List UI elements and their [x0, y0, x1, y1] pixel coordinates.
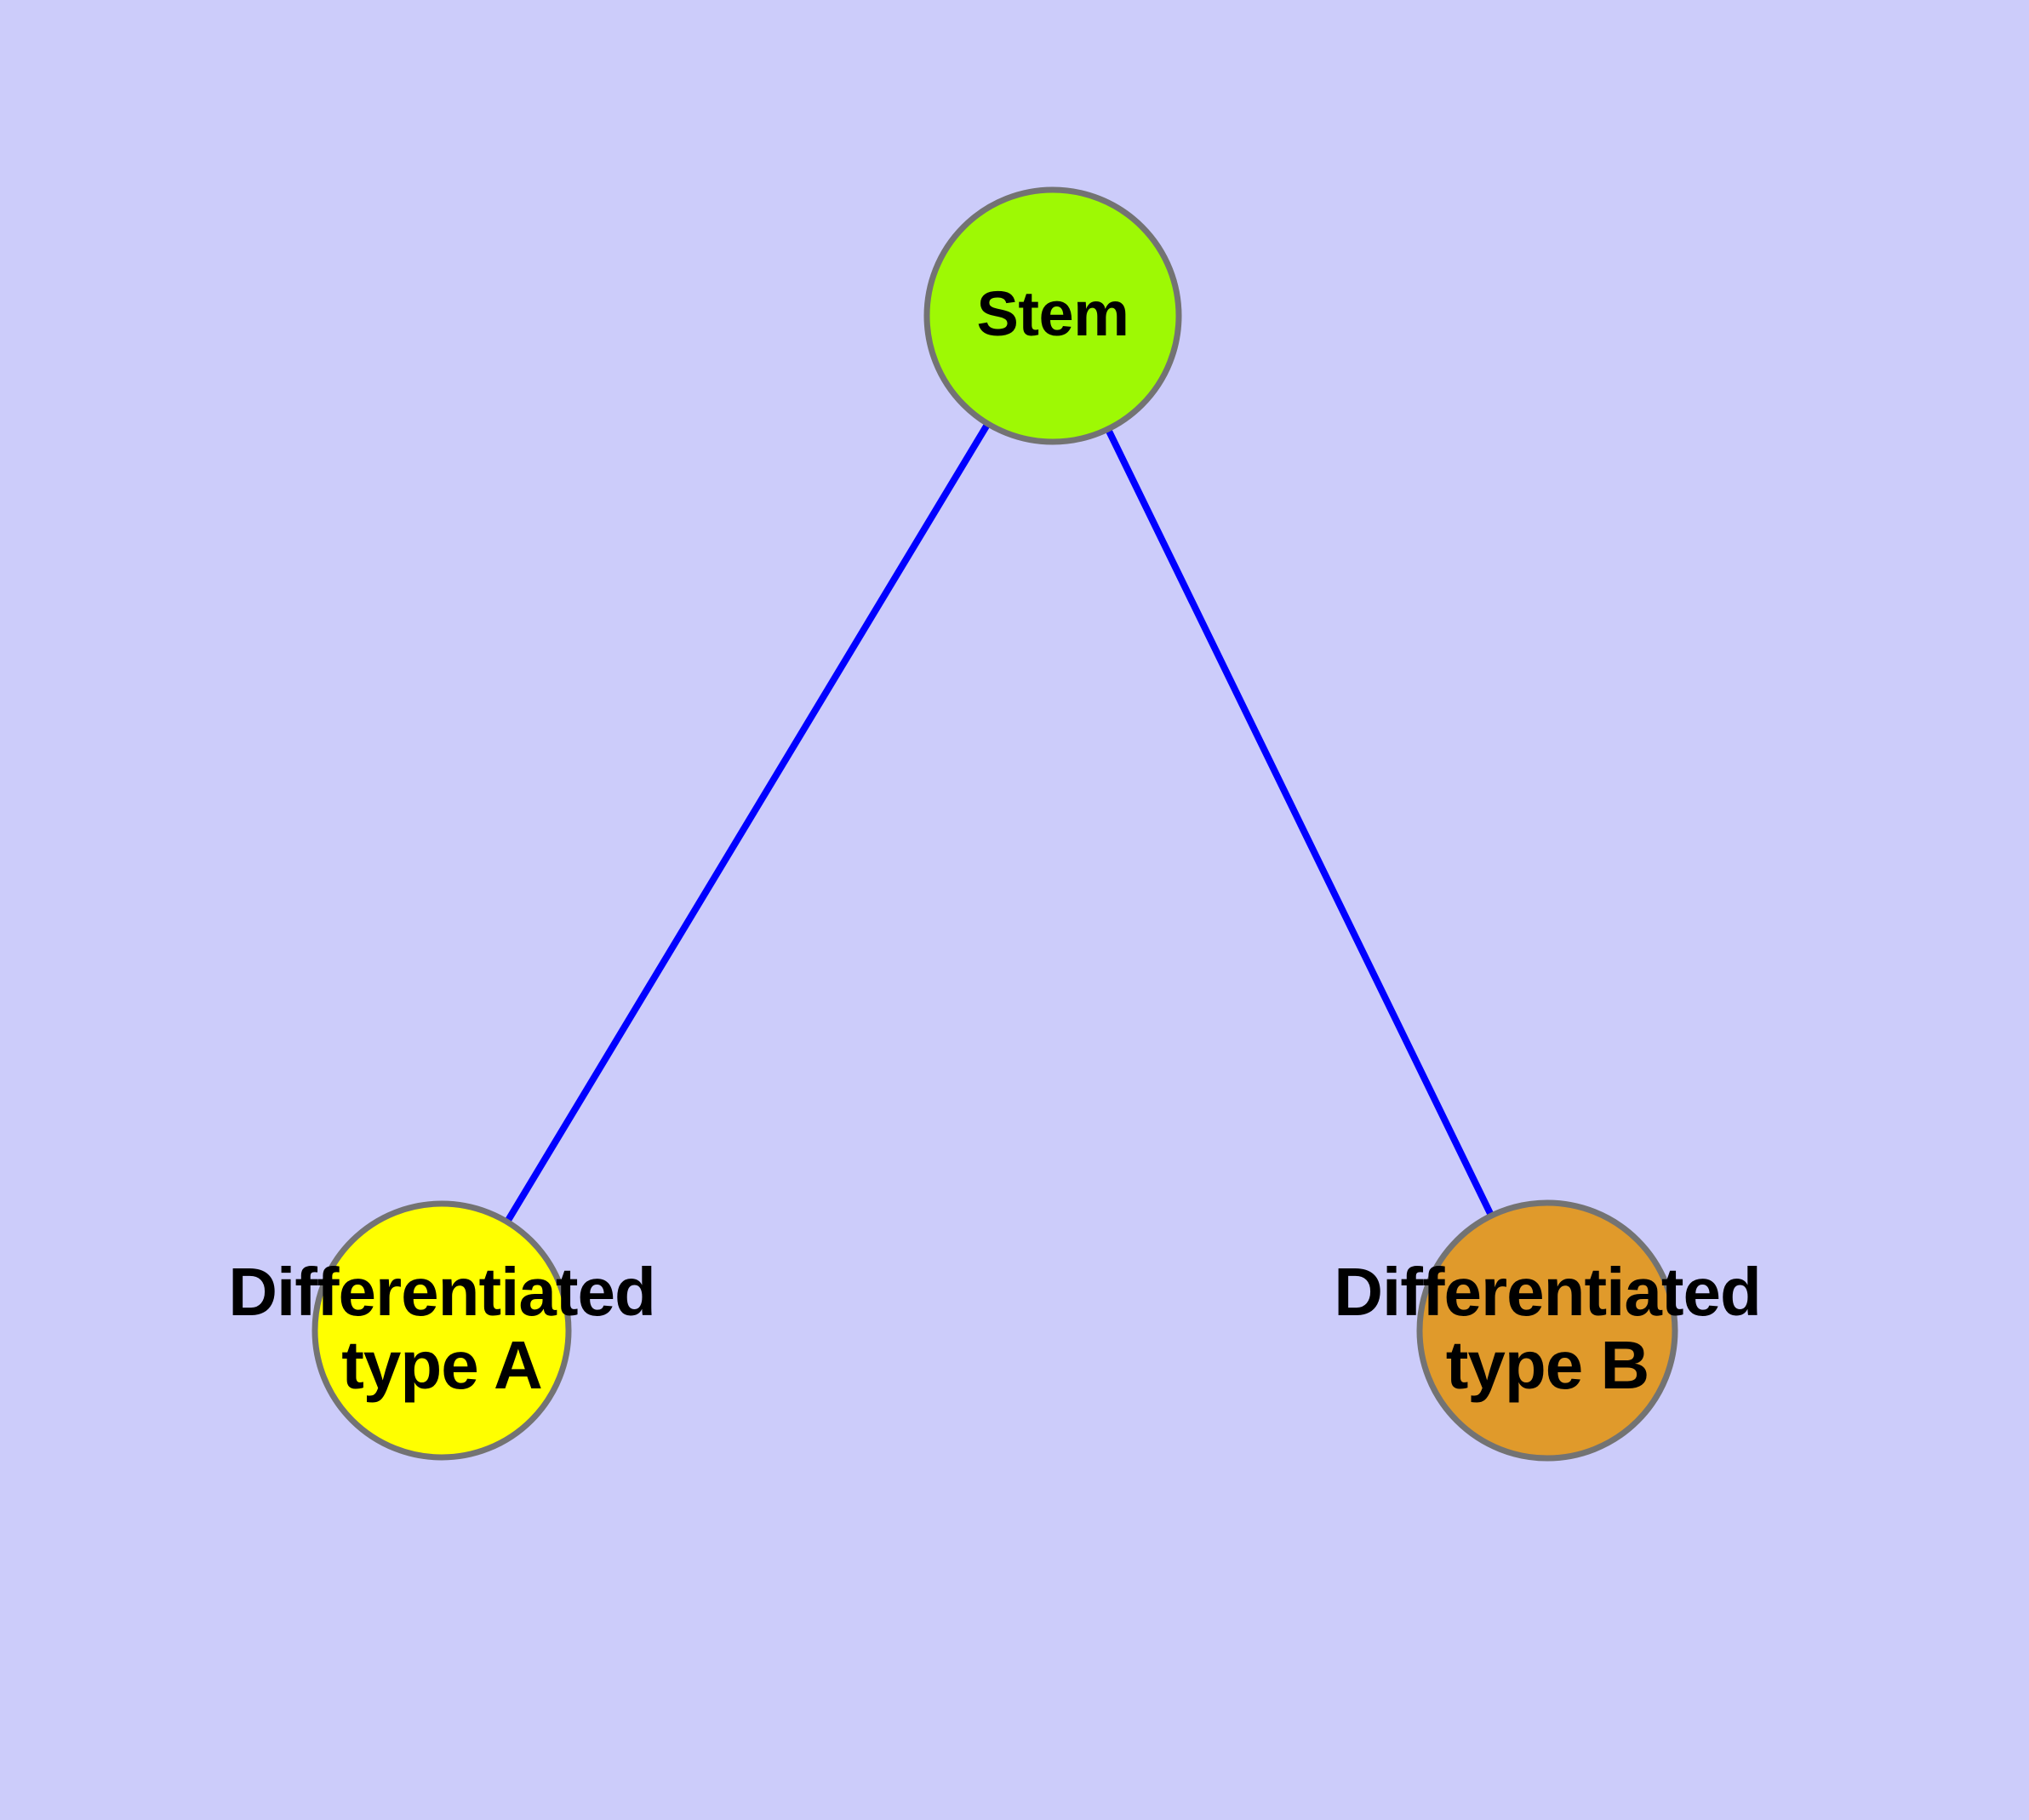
node-differentiated-type-b[interactable] [1416, 1199, 1678, 1462]
edge-stem-to-differentiated-b[interactable] [1049, 314, 1551, 1332]
edges-group [438, 313, 1551, 1333]
node-differentiated-type-a[interactable] [311, 1200, 572, 1461]
edge-stem-to-differentiated-a[interactable] [438, 313, 1056, 1333]
node-stem[interactable] [923, 186, 1182, 445]
nodes-group [311, 186, 1678, 1462]
